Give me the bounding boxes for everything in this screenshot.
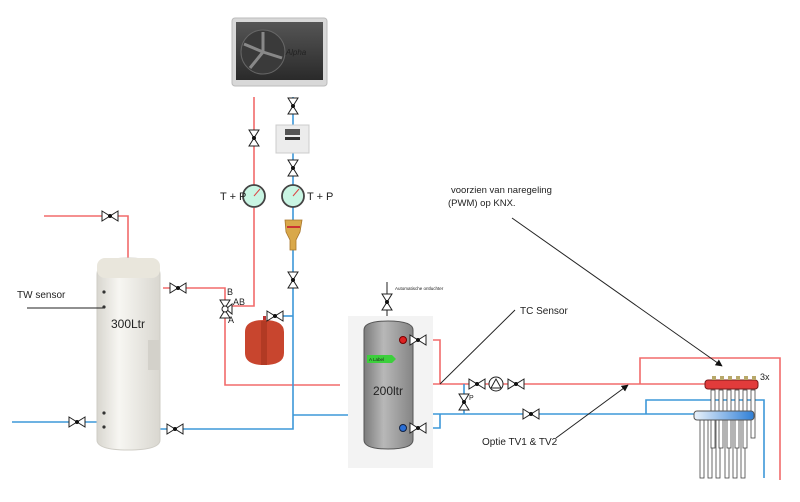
valve-hp-return-low[interactable]: [287, 271, 299, 289]
pwm-note-line2: (PWM) op KNX.: [448, 198, 516, 209]
dhw-tank-300l[interactable]: 300Ltr: [96, 257, 161, 451]
auto-vent-label: Automatische ontluchter: [395, 286, 444, 291]
bypass-valve-label: P: [469, 395, 474, 402]
dhw-tank-label: 300Ltr: [111, 317, 145, 331]
tw-sensor-label: TW sensor: [17, 290, 66, 301]
port-ab-label: AB: [233, 297, 245, 307]
manifold-return-bar: [693, 410, 755, 421]
valve-dhw-hot-out[interactable]: [101, 210, 119, 222]
option-tv-arrow: [555, 384, 629, 439]
valve-hp-return-mid[interactable]: [287, 159, 299, 177]
valve-dhw-cold-in[interactable]: [68, 416, 86, 428]
valve-hp-return-top[interactable]: [287, 97, 299, 115]
buffer-energy-label: A Label: [369, 357, 384, 362]
heat-pump-outdoor-unit[interactable]: Alpha: [231, 17, 328, 87]
heat-pump-brand: Alpha: [285, 48, 307, 57]
valve-return-line[interactable]: [522, 408, 540, 420]
gauge-left-label: T + P: [220, 191, 246, 203]
valve-dhw-coil-out[interactable]: [166, 423, 184, 435]
valve-hp-supply[interactable]: [248, 129, 260, 147]
three-way-valve[interactable]: B AB A: [219, 287, 245, 325]
bypass-valve[interactable]: [458, 393, 470, 411]
pwm-note-arrow: [511, 217, 723, 367]
expansion-vessel: [245, 316, 284, 365]
tc-sensor-label: TC Sensor: [520, 306, 568, 317]
port-a-label: A: [228, 315, 234, 325]
circulation-pump-icon[interactable]: [488, 376, 504, 392]
valve-dhw-coil-in[interactable]: [169, 282, 187, 294]
pwm-note-line1: voorzien van naregeling: [451, 185, 552, 196]
manifold-supply-bar: [704, 379, 759, 390]
dirt-separator: [284, 219, 303, 251]
buffer-tank-label: 200ltr: [373, 384, 403, 398]
port-b-label: B: [227, 287, 233, 297]
manifold-return-pipes: [699, 419, 746, 479]
option-tv-label: Optie TV1 & TV2: [482, 437, 558, 448]
buffer-tank-200l[interactable]: A Label 200ltr: [363, 320, 414, 450]
valve-auto-air-vent[interactable]: [381, 293, 393, 311]
gauge-right-label: T + P: [307, 191, 333, 203]
valve-pump-inlet[interactable]: [468, 378, 486, 390]
ufh-manifold[interactable]: 3x: [693, 372, 770, 479]
manifold-count-label: 3x: [760, 372, 770, 382]
gauge-right: T + P: [281, 184, 333, 208]
tc-sensor-leader: [439, 309, 516, 385]
energy-meter[interactable]: [275, 124, 310, 154]
valve-expansion-vessel[interactable]: [266, 310, 284, 322]
valve-pump-outlet[interactable]: [507, 378, 525, 390]
gauge-left: T + P: [220, 184, 266, 208]
